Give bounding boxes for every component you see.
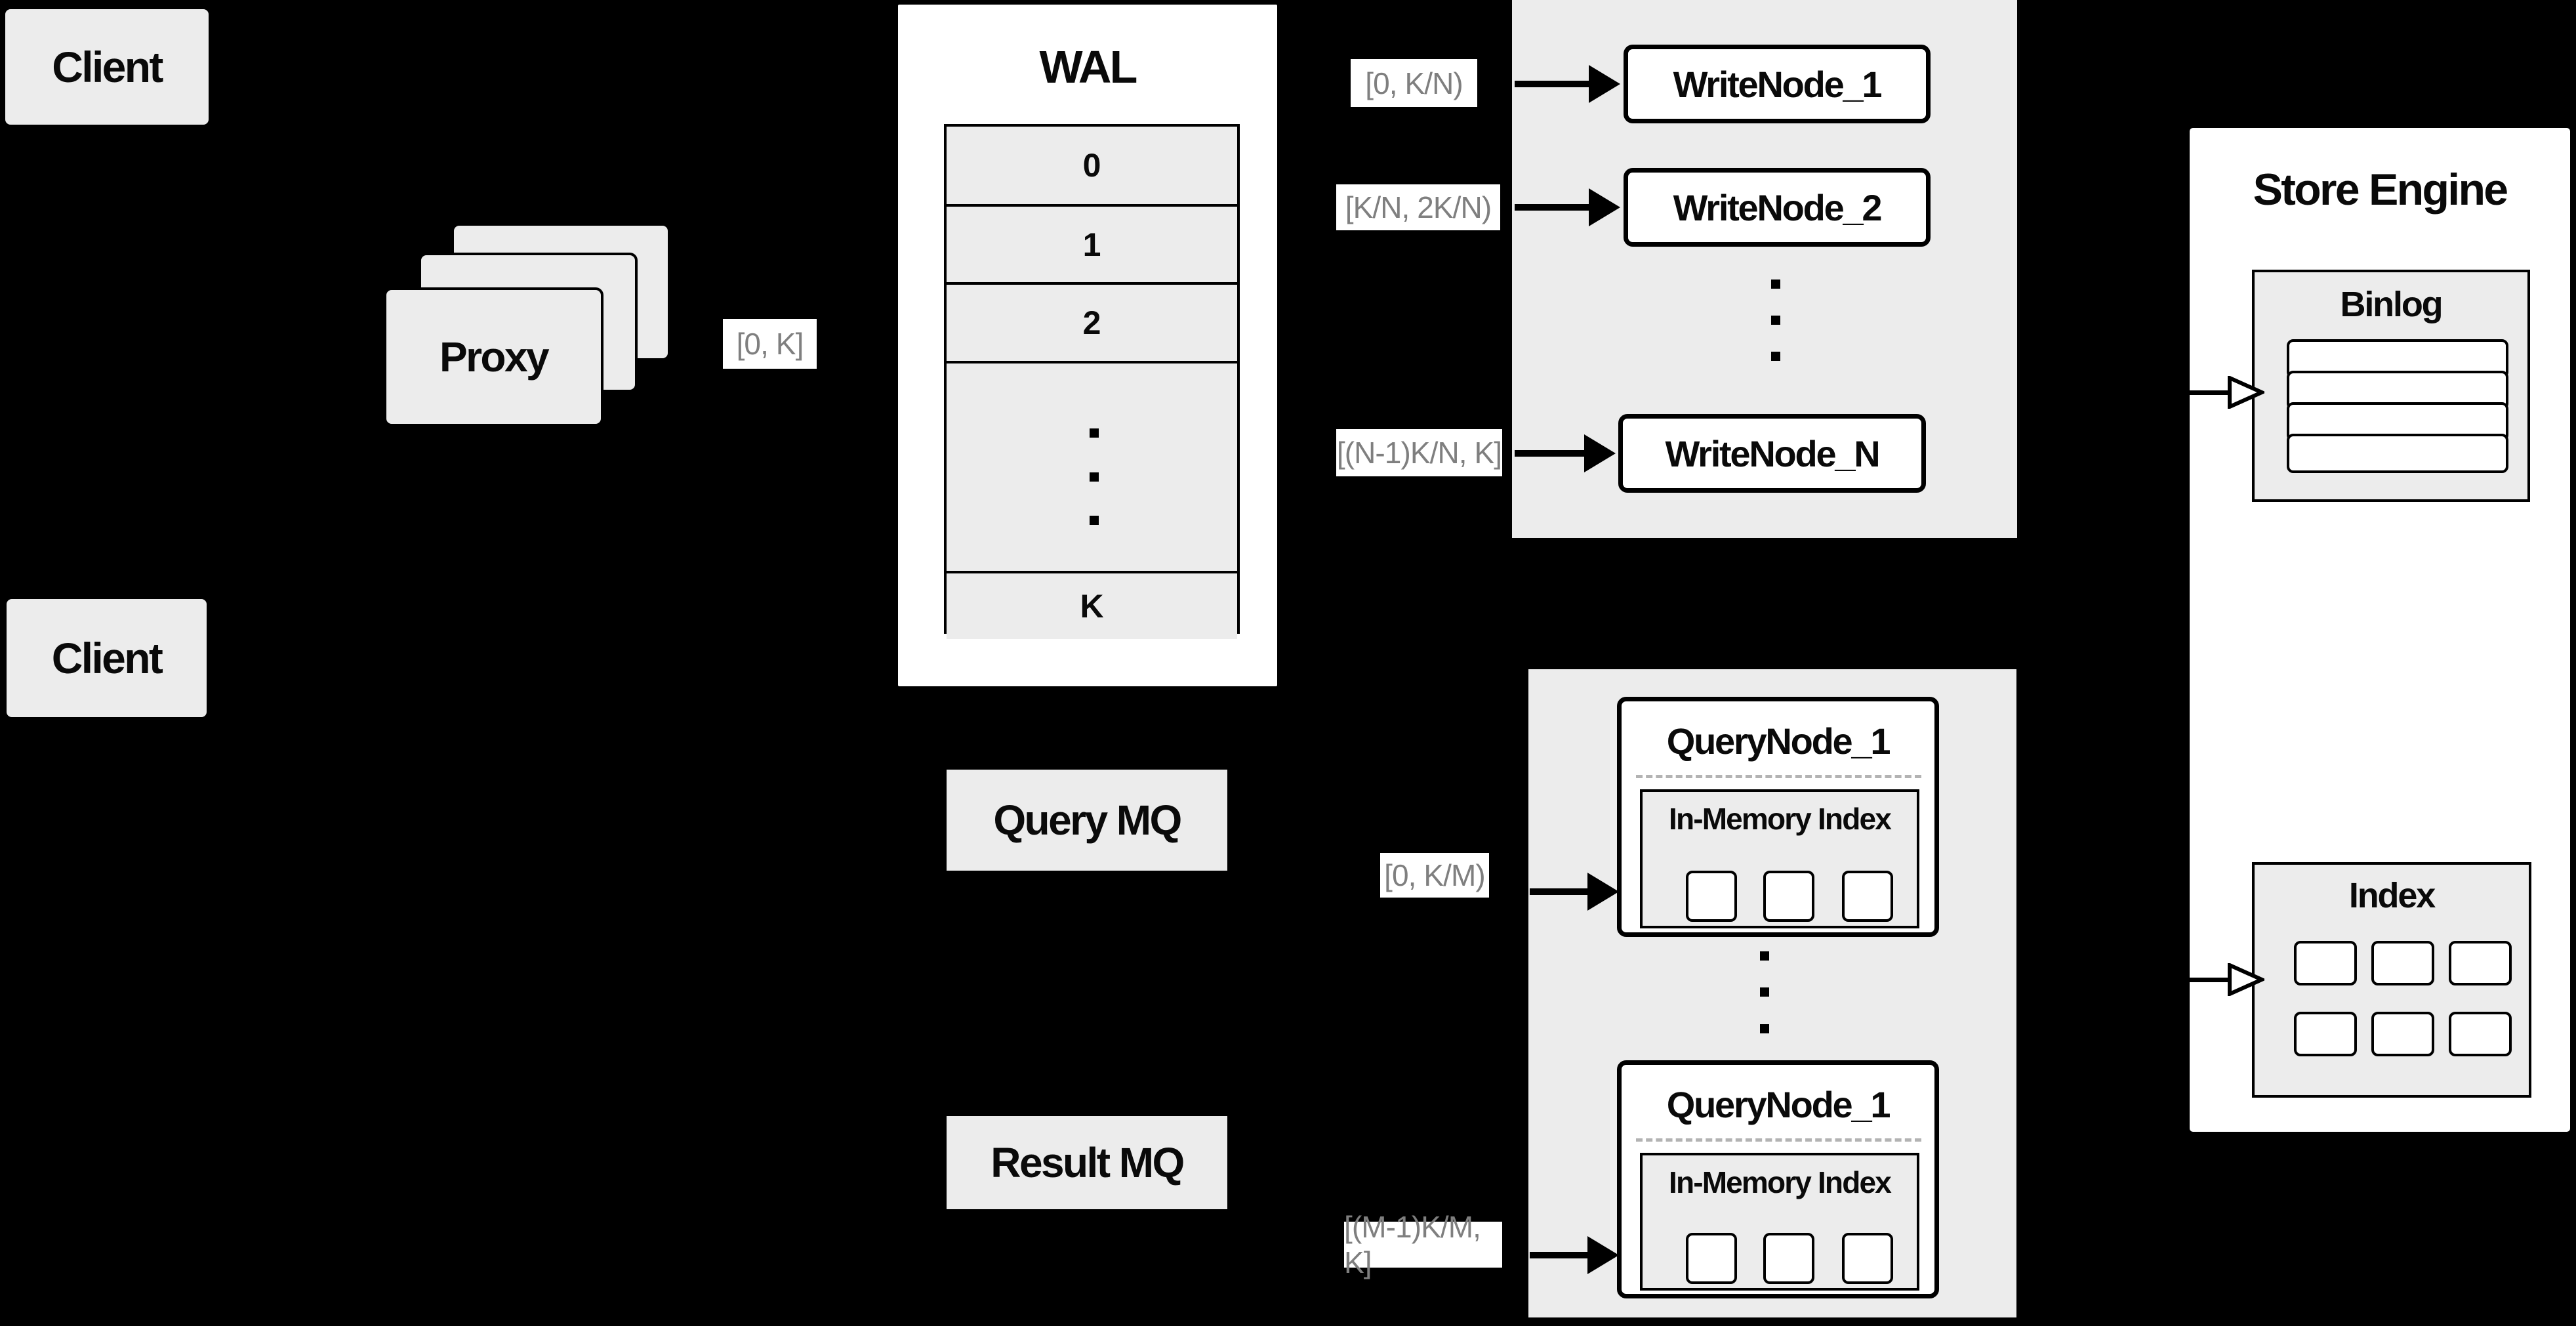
segment-square (1686, 871, 1737, 922)
index-panel: Index (2252, 862, 2531, 1098)
index-segment (2449, 1012, 2512, 1056)
wal-row-0: 0 (947, 124, 1237, 204)
binlog-panel: Binlog (2252, 270, 2530, 502)
hollow-arrow-head-icon (2228, 963, 2264, 996)
range-label-write-n: [(N-1)K/N, K] (1336, 429, 1502, 476)
proxy-card-front: Proxy (384, 287, 603, 426)
querynode-top-box: QueryNode_1 In-Memory Index (1617, 697, 1939, 937)
client-bottom-label: Client (51, 634, 163, 682)
index-segment (2294, 941, 2357, 985)
querynode-top-title: QueryNode_1 (1666, 720, 1891, 762)
arrow-head-icon (1584, 434, 1616, 472)
arrow-head-icon (1589, 188, 1620, 226)
range-label-write-1: [0, K/N) (1351, 59, 1477, 107)
index-segment (2449, 941, 2512, 985)
range-label-write-2: [K/N, 2K/N) (1336, 184, 1500, 230)
binlog-title: Binlog (2340, 285, 2443, 324)
client-top-label: Client (52, 43, 163, 91)
in-memory-index-panel-bottom: In-Memory Index (1640, 1153, 1919, 1291)
querynode-bottom-box: QueryNode_1 In-Memory Index (1617, 1060, 1939, 1298)
proxy-label: Proxy (439, 333, 550, 381)
writenode-n-box: WriteNode_N (1618, 414, 1926, 493)
writenode-2-box: WriteNode_2 (1624, 168, 1931, 247)
segment-square (1763, 1233, 1814, 1284)
arrow-head-icon (1587, 1236, 1619, 1274)
wal-row-k: K (947, 571, 1237, 639)
index-title: Index (2348, 876, 2436, 915)
index-segment (2294, 1012, 2357, 1056)
result-mq-box: Result MQ (945, 1114, 1229, 1211)
in-memory-index-panel-top: In-Memory Index (1640, 789, 1919, 928)
client-box-bottom: Client (7, 599, 207, 717)
wal-row-ellipsis (947, 361, 1237, 571)
writenode-1-box: WriteNode_1 (1624, 45, 1931, 123)
wal-box: WAL 0 1 2 K (895, 2, 1280, 689)
client-box-top: Client (5, 9, 209, 125)
range-label-query-bottom: [(M-1)K/M, K] (1344, 1210, 1502, 1279)
proxy-stack: Proxy (384, 223, 672, 428)
index-segment (2371, 941, 2434, 985)
hollow-arrow-head-icon (2228, 376, 2264, 409)
segment-square (1842, 1233, 1893, 1284)
query-mq-box: Query MQ (945, 768, 1229, 873)
index-segment (2371, 1012, 2434, 1056)
segment-square (1763, 871, 1814, 922)
ellipsis-dot (1090, 428, 1099, 438)
segment-square (1842, 871, 1893, 922)
arrow-head-icon (1589, 65, 1620, 103)
wal-title: WAL (1039, 41, 1137, 93)
dashed-divider (1636, 775, 1921, 778)
querynode-bottom-title: QueryNode_1 (1666, 1084, 1891, 1125)
store-engine-box: Store Engine Binlog Index (2186, 125, 2573, 1135)
segment-square (1686, 1233, 1737, 1284)
ellipsis-dot (1090, 516, 1099, 525)
ellipsis-dot (1090, 472, 1099, 482)
dashed-divider (1636, 1138, 1921, 1142)
wal-table: 0 1 2 K (944, 124, 1240, 639)
range-label-proxy-to-wal: [0, K] (723, 319, 817, 369)
arrow-head-icon (1587, 873, 1619, 911)
wal-row-2: 2 (947, 282, 1237, 361)
wal-row-1: 1 (947, 204, 1237, 282)
range-label-query-top: [0, K/M) (1380, 853, 1489, 898)
binlog-row (2287, 434, 2508, 473)
store-engine-title: Store Engine (2253, 165, 2508, 215)
